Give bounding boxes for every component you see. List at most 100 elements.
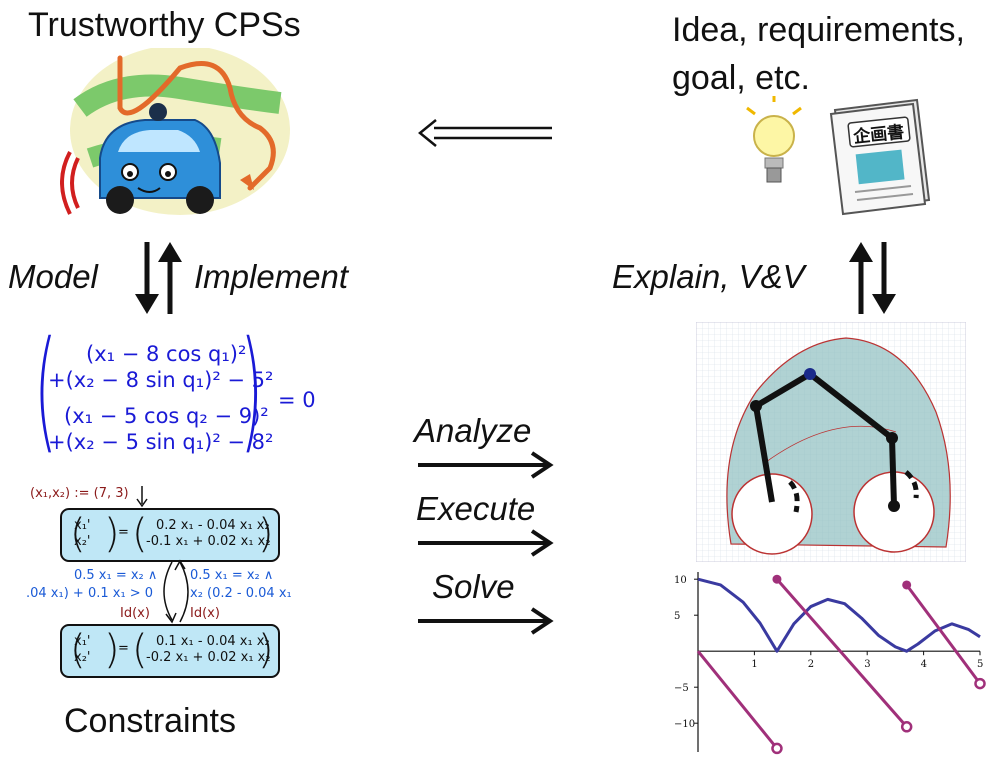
- route-arrow: [240, 174, 254, 190]
- label-implement: Implement: [194, 258, 349, 295]
- car-smile: [137, 187, 161, 193]
- x-tick-label: 3: [864, 659, 870, 670]
- car-sensor: [149, 103, 167, 121]
- label-constraints: Constraints: [64, 702, 236, 740]
- model-arrow-head: [135, 294, 159, 314]
- mode-bot-lhs-1: x₁': [74, 634, 91, 649]
- analyze-arrow: [418, 451, 554, 479]
- signal-wave-1: [70, 157, 80, 209]
- implement-arrow-head: [158, 242, 182, 262]
- model-implement-arrows: [135, 242, 182, 314]
- hybrid-init: (x₁,x₂) := (7, 3): [30, 486, 129, 501]
- transition-up: [179, 561, 189, 623]
- y-tick-label: 10: [674, 575, 687, 586]
- title-trustworthy-cps: Trustworthy CPSs: [28, 6, 301, 44]
- eq-line-2: +(x₂ − 8 sin q₁)² − 5²: [48, 368, 274, 392]
- guard-left-1: 0.5 x₁ = x₂ ∧: [74, 568, 158, 583]
- segment-end-circle: [900, 721, 913, 733]
- series-magenta-segment: [905, 584, 982, 685]
- signal-wave-2: [60, 151, 72, 215]
- mode-top-rparen2: ): [258, 511, 274, 557]
- explain-arrow-up-head: [849, 242, 873, 262]
- car-map-illustration: [60, 48, 290, 215]
- series-magenta-segment: [775, 578, 908, 728]
- explain-arrows: [849, 242, 896, 314]
- car-wheel-left: [106, 186, 134, 214]
- transition-down: [163, 561, 173, 621]
- transition-down-head: [165, 612, 177, 624]
- lightbulb-icon: [746, 96, 802, 183]
- mode-top-rhs-1: 0.2 x₁ - 0.04 x₁ x₂: [156, 518, 270, 533]
- route-line: [117, 55, 276, 191]
- mode-bot-rhs-1: 0.1 x₁ - 0.04 x₁ x₂: [156, 634, 270, 649]
- linkage-arm: [750, 368, 919, 513]
- title-idea-line1: Idea, requirements,: [672, 11, 965, 49]
- x-tick-label: 4: [921, 659, 927, 670]
- explain-arrow-down-head: [872, 294, 896, 314]
- mode-box-top: ( x₁' x₂' ) = ( 0.2 x₁ - 0.04 x₁ x₂ -0.1…: [60, 508, 280, 562]
- y-tick-label: 5: [674, 611, 680, 622]
- eq-left-paren: (: [34, 313, 58, 467]
- series-magenta-segment: [696, 650, 779, 750]
- mode-bot-rhs-2: -0.2 x₁ + 0.02 x₁ x₂: [146, 650, 271, 665]
- workspace-hole-left: [731, 473, 813, 555]
- segment-end-circle: [974, 677, 986, 690]
- series-blue-line: [697, 577, 981, 653]
- title-idea-line2: goal, etc.: [672, 59, 810, 97]
- mode-top-rparen1: ): [104, 511, 120, 557]
- car-pupil-left: [127, 171, 133, 177]
- mode-top-lparen1: (: [70, 511, 86, 557]
- constraint-equation: ( ) (x₁ − 8 cos q₁)² +(x₂ − 8 sin q₁)² −…: [34, 324, 334, 462]
- eq-right-paren: ): [240, 313, 264, 467]
- mode-top-rhs: 0.2 x₁ - 0.04 x₁ x₂ -0.1 x₁ + 0.02 x₁ x₂: [146, 518, 271, 550]
- eq-line-4: +(x₂ − 5 sin q₁)² − 8²: [48, 430, 274, 454]
- mode-top-lparen2: (: [132, 511, 148, 557]
- segment-start-dot: [902, 580, 912, 590]
- mode-bot-lhs: x₁' x₂': [74, 634, 90, 666]
- document-icon: 企画書: [829, 98, 931, 216]
- reset-right: Id(x): [190, 606, 220, 621]
- label-analyze: Analyze: [414, 412, 532, 449]
- car-windshield: [118, 130, 200, 152]
- eq-line-3: (x₁ − 5 cos q₂ − 9)²: [64, 404, 269, 428]
- label-execute: Execute: [416, 490, 536, 527]
- segment-start-dot: [772, 574, 782, 584]
- segment-end-circle: [771, 742, 783, 755]
- implies-left-arrow: [418, 119, 552, 147]
- mode-bot-rparen2: ): [258, 627, 274, 673]
- x-tick-label: 2: [808, 659, 814, 670]
- mode-bot-lparen2: (: [132, 627, 148, 673]
- guard-left-2: .04 x₁) + 0.1 x₁ > 0: [26, 586, 154, 601]
- guard-right-1: 0.5 x₁ = x₂ ∧: [190, 568, 274, 583]
- label-solve: Solve: [432, 568, 515, 605]
- transition-up-head: [174, 559, 186, 571]
- mode-top-lhs-1: x₁': [74, 518, 91, 533]
- x-tick-label: 5: [977, 659, 983, 670]
- eq-line-1: (x₁ − 8 cos q₁)²: [86, 342, 247, 366]
- mode-bot-rparen1: ): [104, 627, 120, 673]
- linkage-workspace-plot: [696, 322, 966, 562]
- car-wheel-right: [186, 186, 214, 214]
- mode-top-lhs-2: x₂': [74, 534, 91, 549]
- x-tick-label: 1: [751, 659, 757, 670]
- mode-bot-eq: =: [118, 641, 129, 656]
- eq-rhs: = 0: [278, 388, 316, 412]
- mode-bot-rhs: 0.1 x₁ - 0.04 x₁ x₂ -0.2 x₁ + 0.02 x₁ x₂: [146, 634, 271, 666]
- label-explain-vv: Explain, V&V: [612, 258, 805, 295]
- mode-top-rhs-2: -0.1 x₁ + 0.02 x₁ x₂: [146, 534, 271, 549]
- mode-bot-lparen1: (: [70, 627, 86, 673]
- init-arrow: [136, 486, 148, 508]
- mode-box-bottom: ( x₁' x₂' ) = ( 0.1 x₁ - 0.04 x₁ x₂ -0.2…: [60, 624, 280, 678]
- guard-right-2: x₂ (0.2 - 0.04 x₁: [190, 586, 292, 601]
- title-idea: Idea, requirements, goal, etc.: [672, 6, 965, 102]
- execute-arrow: [418, 529, 554, 557]
- solve-arrow: [418, 607, 554, 635]
- mode-bot-lhs-2: x₂': [74, 650, 91, 665]
- map-green-road: [73, 74, 282, 118]
- mode-top-eq: =: [118, 525, 129, 540]
- label-model: Model: [8, 258, 98, 295]
- y-tick-label: −5: [674, 683, 689, 694]
- mode-top-lhs: x₁' x₂': [74, 518, 90, 550]
- reset-left: Id(x): [120, 606, 150, 621]
